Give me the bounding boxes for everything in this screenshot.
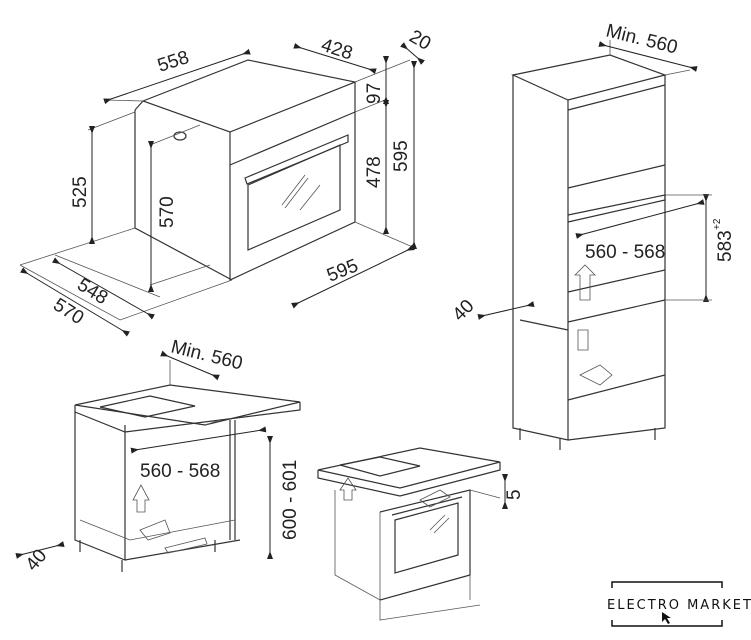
column-583-tolerance: +2 <box>712 218 723 230</box>
dim-570-depth: 570 <box>49 294 87 329</box>
dim-558: 558 <box>155 47 192 77</box>
dim-478: 478 <box>364 156 385 188</box>
undercounter-40: 40 <box>22 546 52 576</box>
dim-428: 428 <box>318 35 355 65</box>
undercounter-600-601: 600 - 601 <box>280 460 301 540</box>
hob-oven-drawing <box>317 447 508 621</box>
column-cabinet-drawing <box>477 40 712 450</box>
column-40: 40 <box>449 296 479 326</box>
svg-text:ELECTRO MARKET: ELECTRO MARKET <box>607 598 751 613</box>
oven-drawing <box>19 42 425 337</box>
dim-570-inner: 570 <box>157 196 178 228</box>
column-583: 583 <box>715 230 736 262</box>
hob-gap-5: 5 <box>504 489 525 500</box>
column-560-568: 560 - 568 <box>585 242 665 263</box>
dim-525: 525 <box>70 176 91 208</box>
undercounter-cabinet-drawing <box>15 350 301 572</box>
dim-97: 97 <box>364 83 385 104</box>
dim-595-width: 595 <box>324 255 361 286</box>
undercounter-560-568: 560 - 568 <box>140 461 220 482</box>
dim-595-height: 595 <box>391 140 412 172</box>
undercounter-min-560: Min. 560 <box>169 336 245 374</box>
electro-market-logo: ELECTRO MARKET <box>607 581 751 627</box>
column-min-560: Min. 560 <box>604 20 680 58</box>
